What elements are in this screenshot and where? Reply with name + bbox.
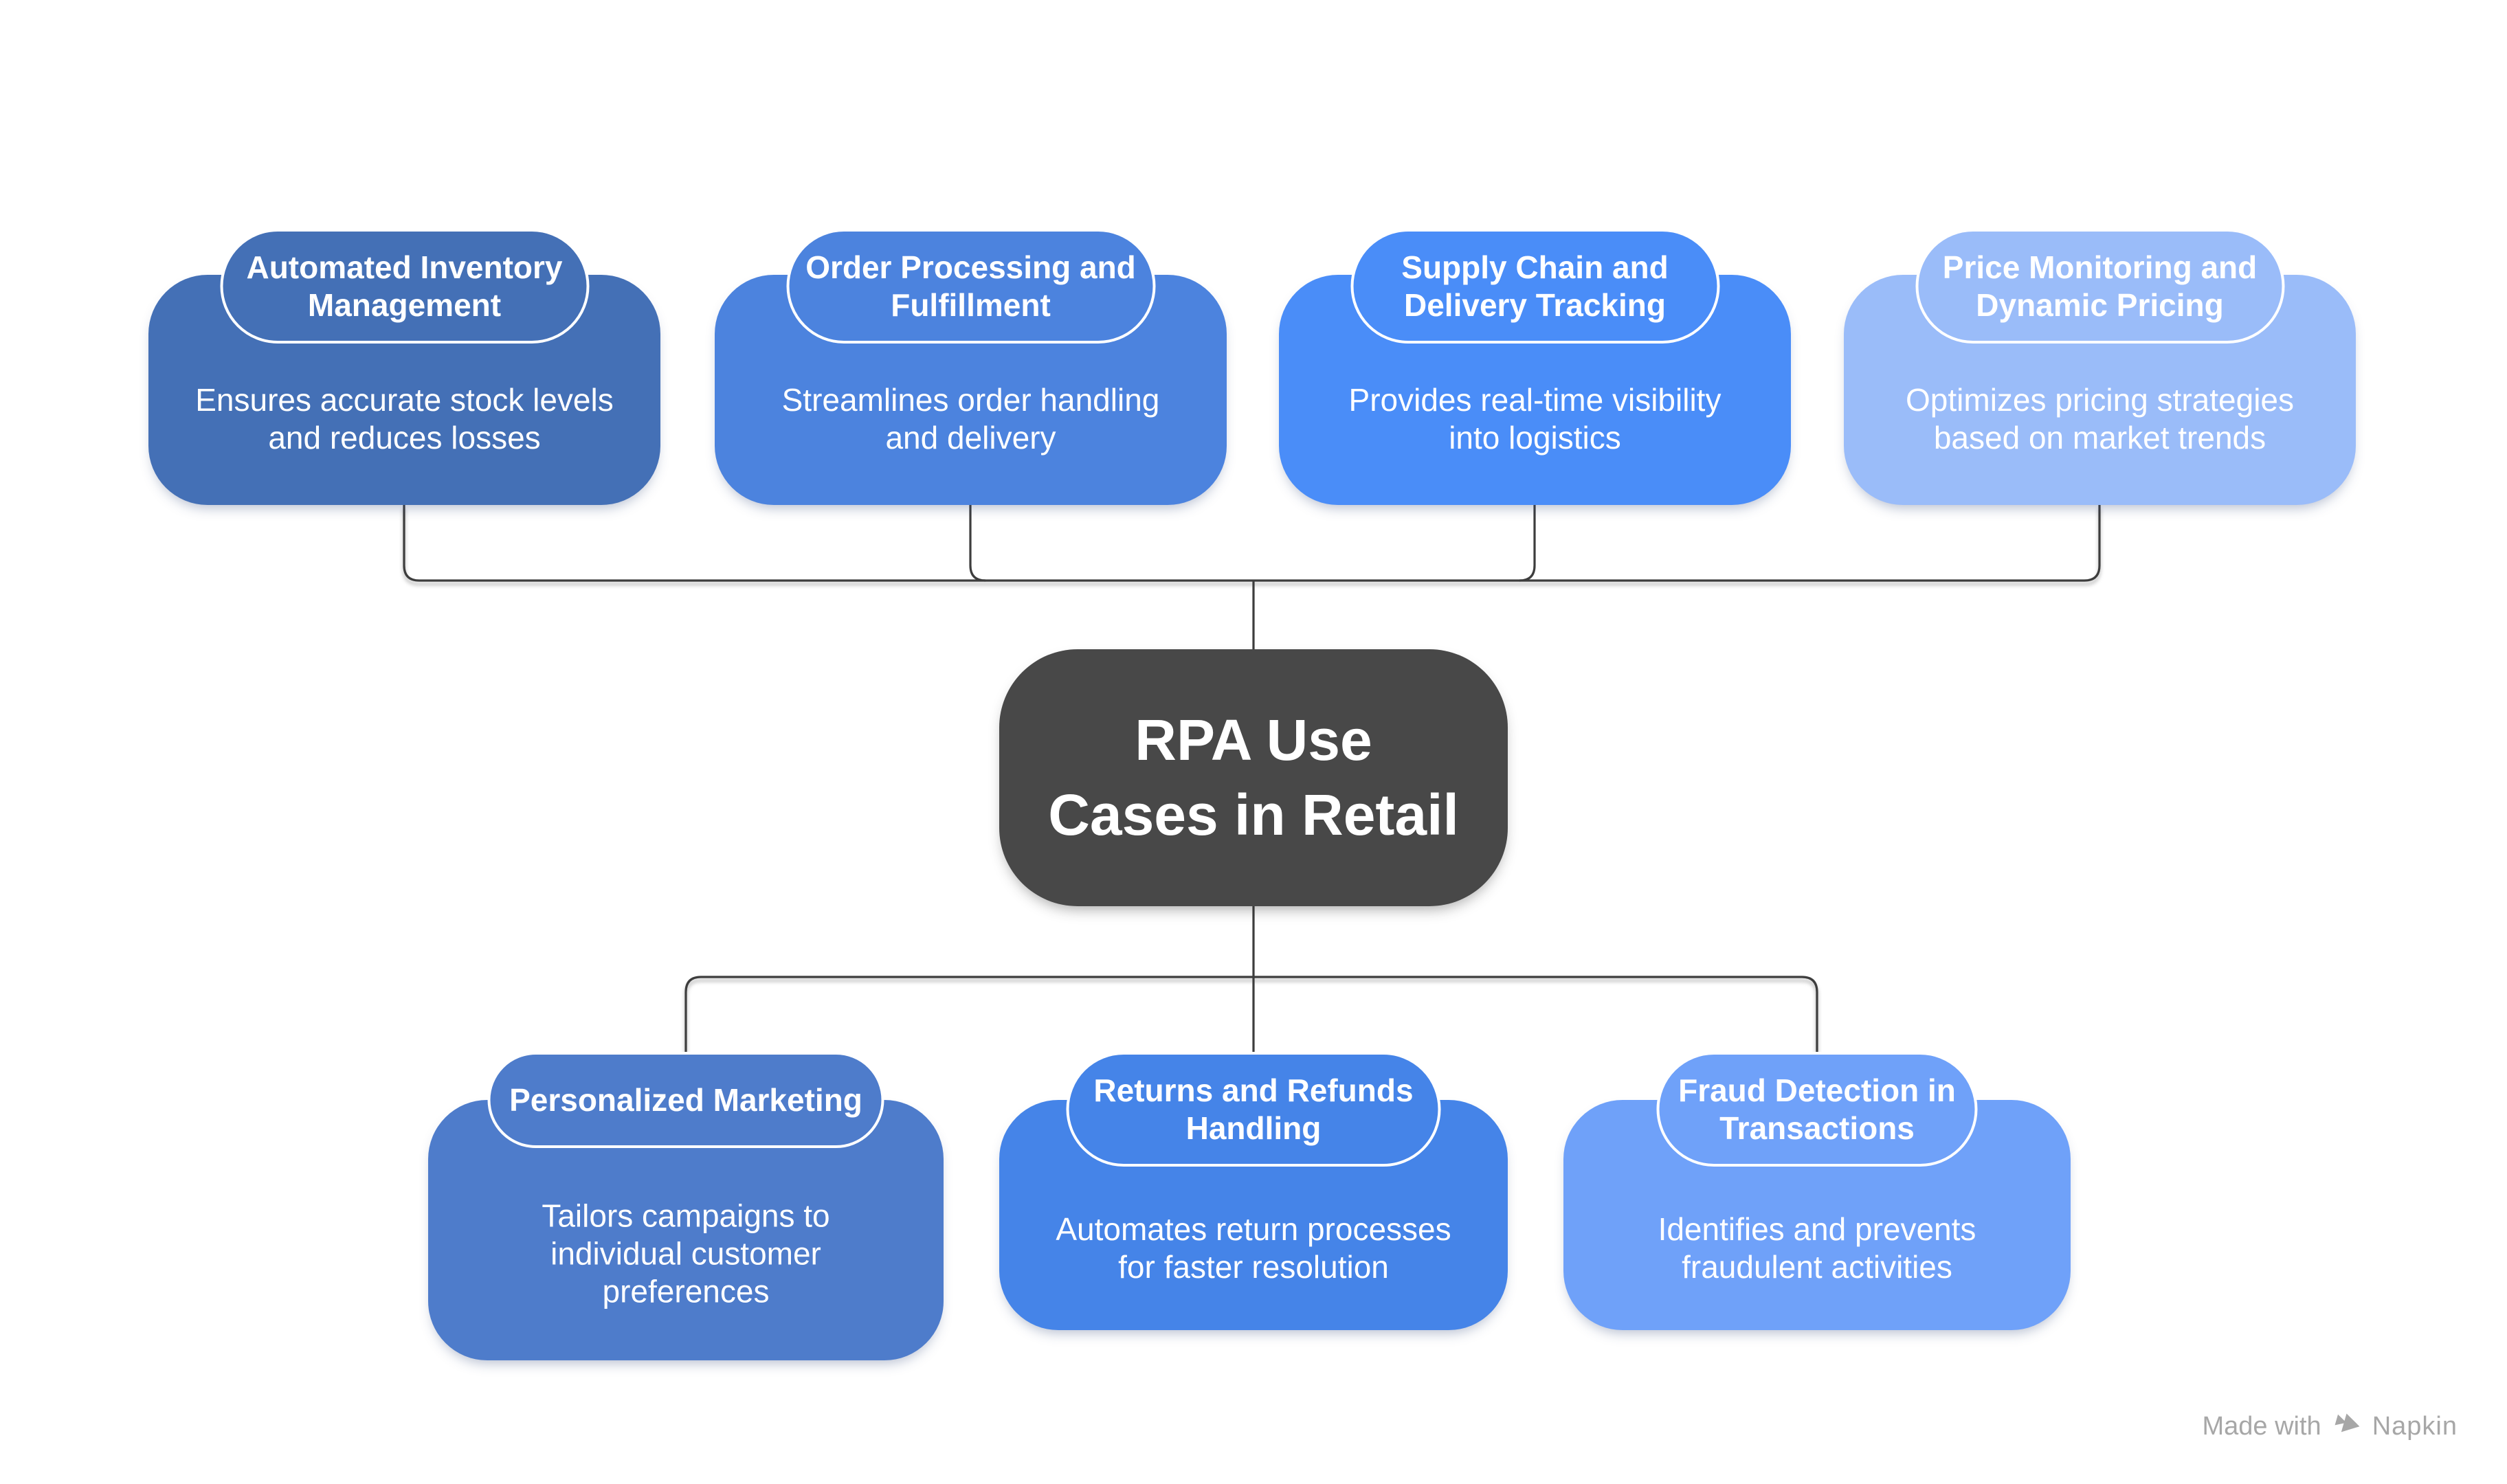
node-returns-and-refunds-handling[interactable]: Returns and Refunds Handling Automates r…: [999, 1052, 1508, 1330]
node-description: Identifies and prevents fraudulent activ…: [1658, 1211, 1976, 1285]
made-with-label: Made with: [2202, 1412, 2321, 1441]
made-with-napkin-watermark[interactable]: Made with Napkin: [2203, 1412, 2458, 1441]
node-title-line: Handling: [1185, 1110, 1322, 1146]
node-description: Streamlines order handling and delivery: [781, 382, 1160, 456]
node-description: Provides real-time visibility into logis…: [1348, 382, 1722, 456]
node-description: Optimizes pricing strategies based on ma…: [1906, 382, 2294, 456]
node-title-line: Management: [307, 286, 502, 323]
napkin-brand-label: Napkin: [2372, 1412, 2458, 1441]
node-personalized-marketing[interactable]: Personalized Marketing Tailors campaigns…: [428, 1052, 944, 1360]
node-title-line: Fraud Detection in: [1678, 1072, 1956, 1108]
center-title-line: Cases in Retail: [1048, 783, 1459, 847]
node-price-monitoring-and-dynamic-pricing[interactable]: Price Monitoring and Dynamic Pricing Opt…: [1844, 229, 2356, 505]
node-title-line: Automated Inventory: [246, 249, 563, 285]
node-title-pill: Order Processing and Fulfillment: [786, 229, 1155, 344]
center-title-line: RPA Use: [1135, 708, 1372, 772]
node-description: Tailors campaigns to individual customer…: [542, 1198, 830, 1309]
node-automated-inventory-management[interactable]: Automated Inventory Management Ensures a…: [148, 229, 660, 505]
connector-top-stub-3: [1519, 505, 1536, 582]
node-title-line: Returns and Refunds: [1093, 1072, 1414, 1108]
node-title-line: Delivery Tracking: [1404, 286, 1666, 323]
node-title-line: Price Monitoring and: [1942, 249, 2258, 285]
connector-top-stub-2: [969, 505, 986, 582]
node-title-line: Supply Chain and: [1401, 249, 1669, 285]
node-description: Automates return processes for faster re…: [1056, 1211, 1451, 1285]
center-node-rpa-use-cases-in-retail[interactable]: RPA Use Cases in Retail: [999, 649, 1508, 906]
node-supply-chain-and-delivery-tracking[interactable]: Supply Chain and Delivery Tracking Provi…: [1279, 229, 1791, 505]
node-title-line: Personalized Marketing: [509, 1081, 862, 1118]
node-title-pill: Automated Inventory Management: [220, 229, 589, 344]
connector-bottom-trunk: [684, 976, 1818, 1100]
node-title-line: Dynamic Pricing: [1976, 286, 2224, 323]
node-title-line: Order Processing and: [805, 249, 1136, 285]
node-title-pill: Personalized Marketing: [487, 1052, 884, 1148]
connector-top-trunk: [403, 505, 2101, 582]
node-description: Ensures accurate stock levels and reduce…: [195, 382, 614, 456]
node-order-processing-and-fulfillment[interactable]: Order Processing and Fulfillment Streaml…: [715, 229, 1227, 505]
napkin-logo-icon: [2335, 1413, 2360, 1432]
node-title-pill: Supply Chain and Delivery Tracking: [1350, 229, 1719, 344]
node-title-pill: Returns and Refunds Handling: [1066, 1052, 1441, 1167]
node-title-line: Transactions: [1719, 1110, 1915, 1146]
node-title-line: Fulfillment: [891, 286, 1051, 323]
node-title-pill: Price Monitoring and Dynamic Pricing: [1915, 229, 2284, 344]
node-title-pill: Fraud Detection in Transactions: [1656, 1052, 1978, 1167]
node-fraud-detection-in-transactions[interactable]: Fraud Detection in Transactions Identifi…: [1563, 1052, 2071, 1330]
